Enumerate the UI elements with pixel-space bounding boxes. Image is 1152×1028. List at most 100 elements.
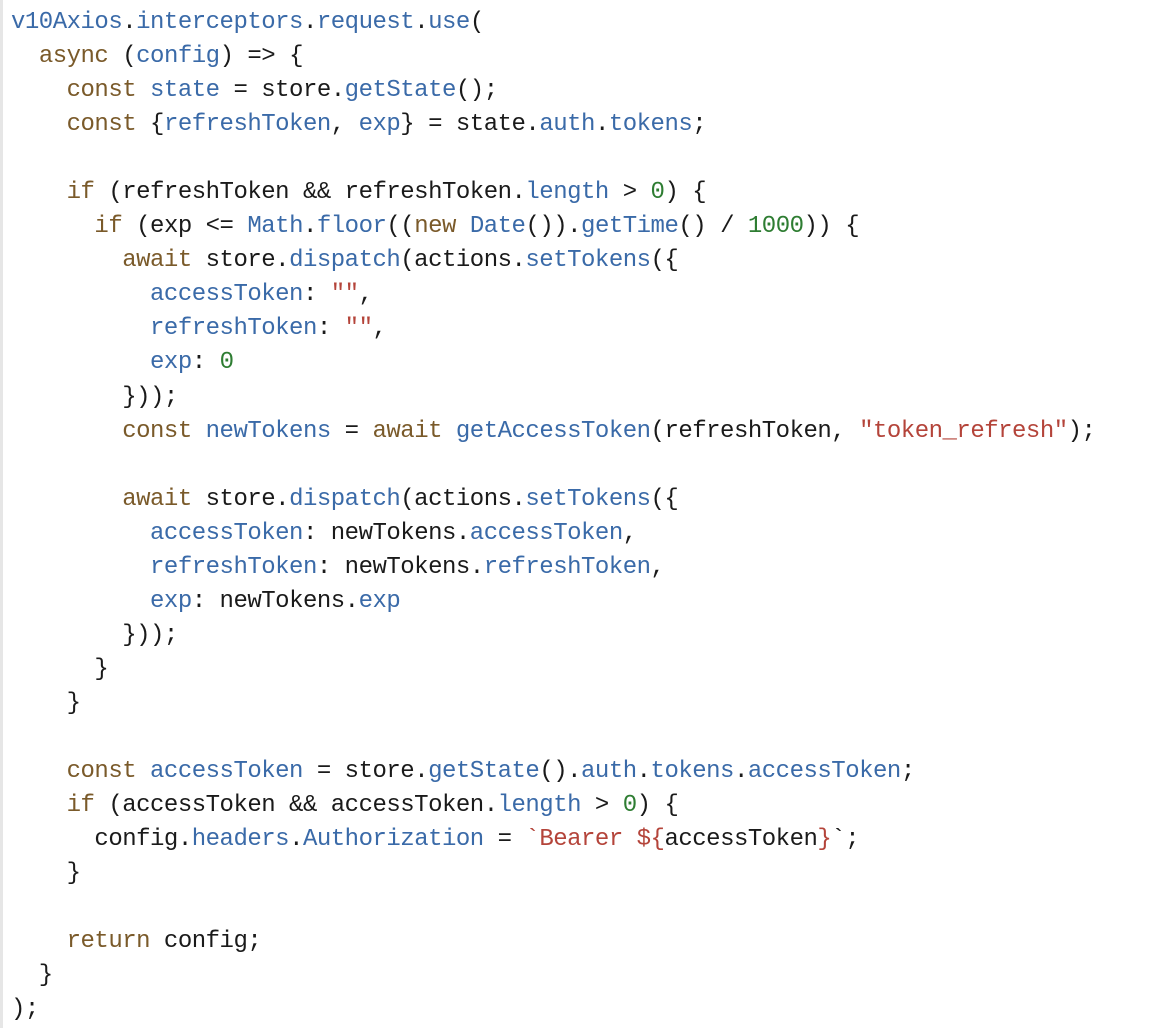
code-token-property: Math <box>247 213 303 241</box>
code-token-property: state <box>150 77 220 105</box>
code-token-plain <box>11 486 122 513</box>
code-token-plain: > <box>608 179 651 207</box>
code-token-property: accessToken <box>469 519 623 547</box>
code-token-property: accessToken <box>150 281 303 309</box>
code-token-plain: config. <box>11 826 192 854</box>
code-token-property: newTokens <box>205 417 332 445</box>
code-token-string: "" <box>344 315 373 343</box>
code-line: await store.dispatch(actions.setTokens({ <box>11 244 1152 278</box>
code-token-property: v10Axios <box>11 9 123 36</box>
code-token-keyword: new <box>414 213 456 241</box>
code-token-plain: } <box>11 689 81 717</box>
code-token-property: length <box>525 179 609 207</box>
code-line: } <box>11 857 1152 891</box>
code-token-plain <box>11 77 67 104</box>
code-token-plain: (). <box>539 758 582 786</box>
code-line: })); <box>11 619 1152 653</box>
code-token-plain: (); <box>455 77 498 105</box>
code-token-plain: . <box>289 826 303 854</box>
code-token-plain: , <box>650 553 665 581</box>
code-token-property: setTokens <box>525 485 651 513</box>
code-token-property: auth <box>539 111 595 139</box>
code-token-keyword: await <box>122 485 192 513</box>
code-token-plain: ()). <box>525 213 582 241</box>
code-token-plain: { <box>136 111 164 139</box>
code-token-plain <box>456 213 470 240</box>
code-token-plain <box>136 77 150 104</box>
code-token-plain <box>11 758 67 785</box>
code-token-plain <box>136 758 150 785</box>
code-token-property: headers <box>191 826 290 854</box>
code-token-property: Date <box>469 213 526 241</box>
code-token-plain: store. <box>191 485 290 513</box>
code-token-plain: ); <box>11 996 39 1024</box>
code-token-keyword: if <box>94 213 123 241</box>
code-token-property: accessToken <box>150 758 303 786</box>
code-token-plain: ) { <box>636 792 679 820</box>
code-token-keyword: const <box>66 77 137 105</box>
code-line: refreshToken: "", <box>11 312 1152 346</box>
code-token-property: accessToken <box>150 519 303 547</box>
code-line: accessToken: "", <box>11 278 1152 312</box>
code-token-plain: : <box>316 315 345 343</box>
code-token-property: refreshToken <box>163 111 331 139</box>
code-line: const {refreshToken, exp} = state.auth.t… <box>11 108 1152 142</box>
code-token-plain: = store. <box>302 758 429 786</box>
code-token-string: "" <box>330 281 359 309</box>
code-token-plain <box>11 418 122 445</box>
code-line: await store.dispatch(actions.setTokens({ <box>11 483 1152 517</box>
code-token-plain <box>11 554 150 581</box>
code-line: } <box>11 959 1152 993</box>
code-line: const accessToken = store.getState().aut… <box>11 755 1152 789</box>
code-token-plain: ({ <box>650 485 679 513</box>
code-token-property: config <box>136 43 220 71</box>
code-token-plain: , <box>622 519 637 547</box>
code-token-property: accessToken <box>747 758 901 786</box>
code-line: accessToken: newTokens.accessToken, <box>11 517 1152 551</box>
code-token-plain <box>11 281 150 308</box>
code-token-plain: `; <box>831 826 860 854</box>
code-token-number: 0 <box>650 179 665 207</box>
code-token-plain: (refreshToken, <box>650 417 860 445</box>
code-token-number: 0 <box>622 792 637 820</box>
code-token-plain <box>11 213 94 240</box>
code-token-plain: : <box>302 281 331 309</box>
code-line: })); <box>11 381 1152 415</box>
code-token-keyword: await <box>372 417 442 445</box>
code-token-property: exp <box>358 111 401 139</box>
code-line: config.headers.Authorization = `Bearer $… <box>11 823 1152 857</box>
code-token-plain <box>192 418 206 445</box>
code-token-plain: ( <box>108 43 137 71</box>
code-token-plain: ({ <box>650 247 679 275</box>
code-token-plain: = <box>330 417 373 445</box>
code-token-property: use <box>428 9 470 36</box>
code-token-property: refreshToken <box>483 553 651 581</box>
code-token-plain: ; <box>900 758 915 786</box>
code-token-plain: } <box>11 860 81 888</box>
code-line: exp: newTokens.exp <box>11 585 1152 619</box>
code-line: if (accessToken && accessToken.length > … <box>11 789 1152 823</box>
code-token-keyword: async <box>38 43 109 71</box>
code-line: const newTokens = await getAccessToken(r… <box>11 415 1152 449</box>
code-token-plain: . <box>302 9 317 36</box>
code-token-plain: } = state. <box>400 111 540 139</box>
code-token-plain <box>11 520 150 547</box>
code-token-plain: : newTokens. <box>191 587 359 615</box>
code-token-plain <box>11 43 39 70</box>
code-token-keyword: if <box>66 179 95 207</box>
code-token-property: dispatch <box>289 247 401 275</box>
code-line: } <box>11 653 1152 687</box>
code-token-plain: accessToken <box>664 826 818 854</box>
code-token-plain: config; <box>150 928 262 956</box>
code-line <box>11 142 1152 176</box>
code-token-plain <box>11 588 150 615</box>
code-token-property: tokens <box>650 758 735 786</box>
code-token-string: } <box>817 826 832 854</box>
code-token-plain: ( <box>469 9 484 36</box>
code-line: return config; <box>11 925 1152 959</box>
code-token-plain: . <box>302 213 317 241</box>
code-token-plain: ) => { <box>219 43 304 71</box>
code-token-plain: () / <box>678 213 748 241</box>
code-line <box>11 891 1152 925</box>
code-line: const state = store.getState(); <box>11 74 1152 108</box>
